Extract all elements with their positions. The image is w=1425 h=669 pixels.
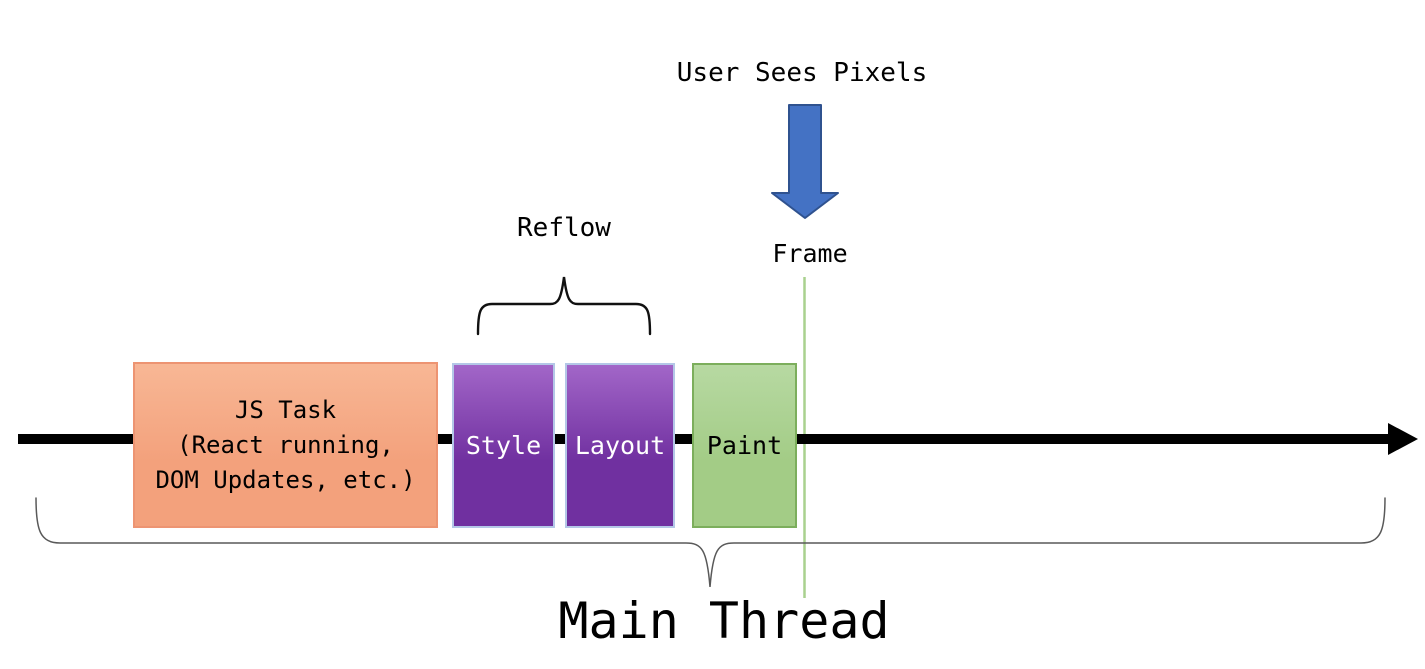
timeline-arrowhead (1388, 423, 1418, 455)
block-layout: Layout (565, 363, 675, 528)
reflow-label: Reflow (517, 213, 611, 243)
block-label: Paint (706, 431, 783, 460)
block-label: (React running, (177, 430, 394, 459)
down-arrow-icon (771, 104, 839, 219)
block-label: JS Task (234, 395, 337, 424)
block-label: Style (465, 431, 542, 460)
block-label: DOM Updates, etc.) (155, 465, 416, 494)
main-thread-label: Main Thread (558, 592, 890, 650)
block-label: Layout (574, 431, 666, 460)
block-paint: Paint (692, 363, 797, 528)
user-sees-pixels-label: User Sees Pixels (676, 58, 928, 88)
frame-label: Frame (772, 239, 848, 268)
block-js-task: JS Task (React running, DOM Updates, etc… (133, 362, 438, 528)
reflow-brace (476, 276, 652, 336)
block-style: Style (452, 363, 555, 528)
